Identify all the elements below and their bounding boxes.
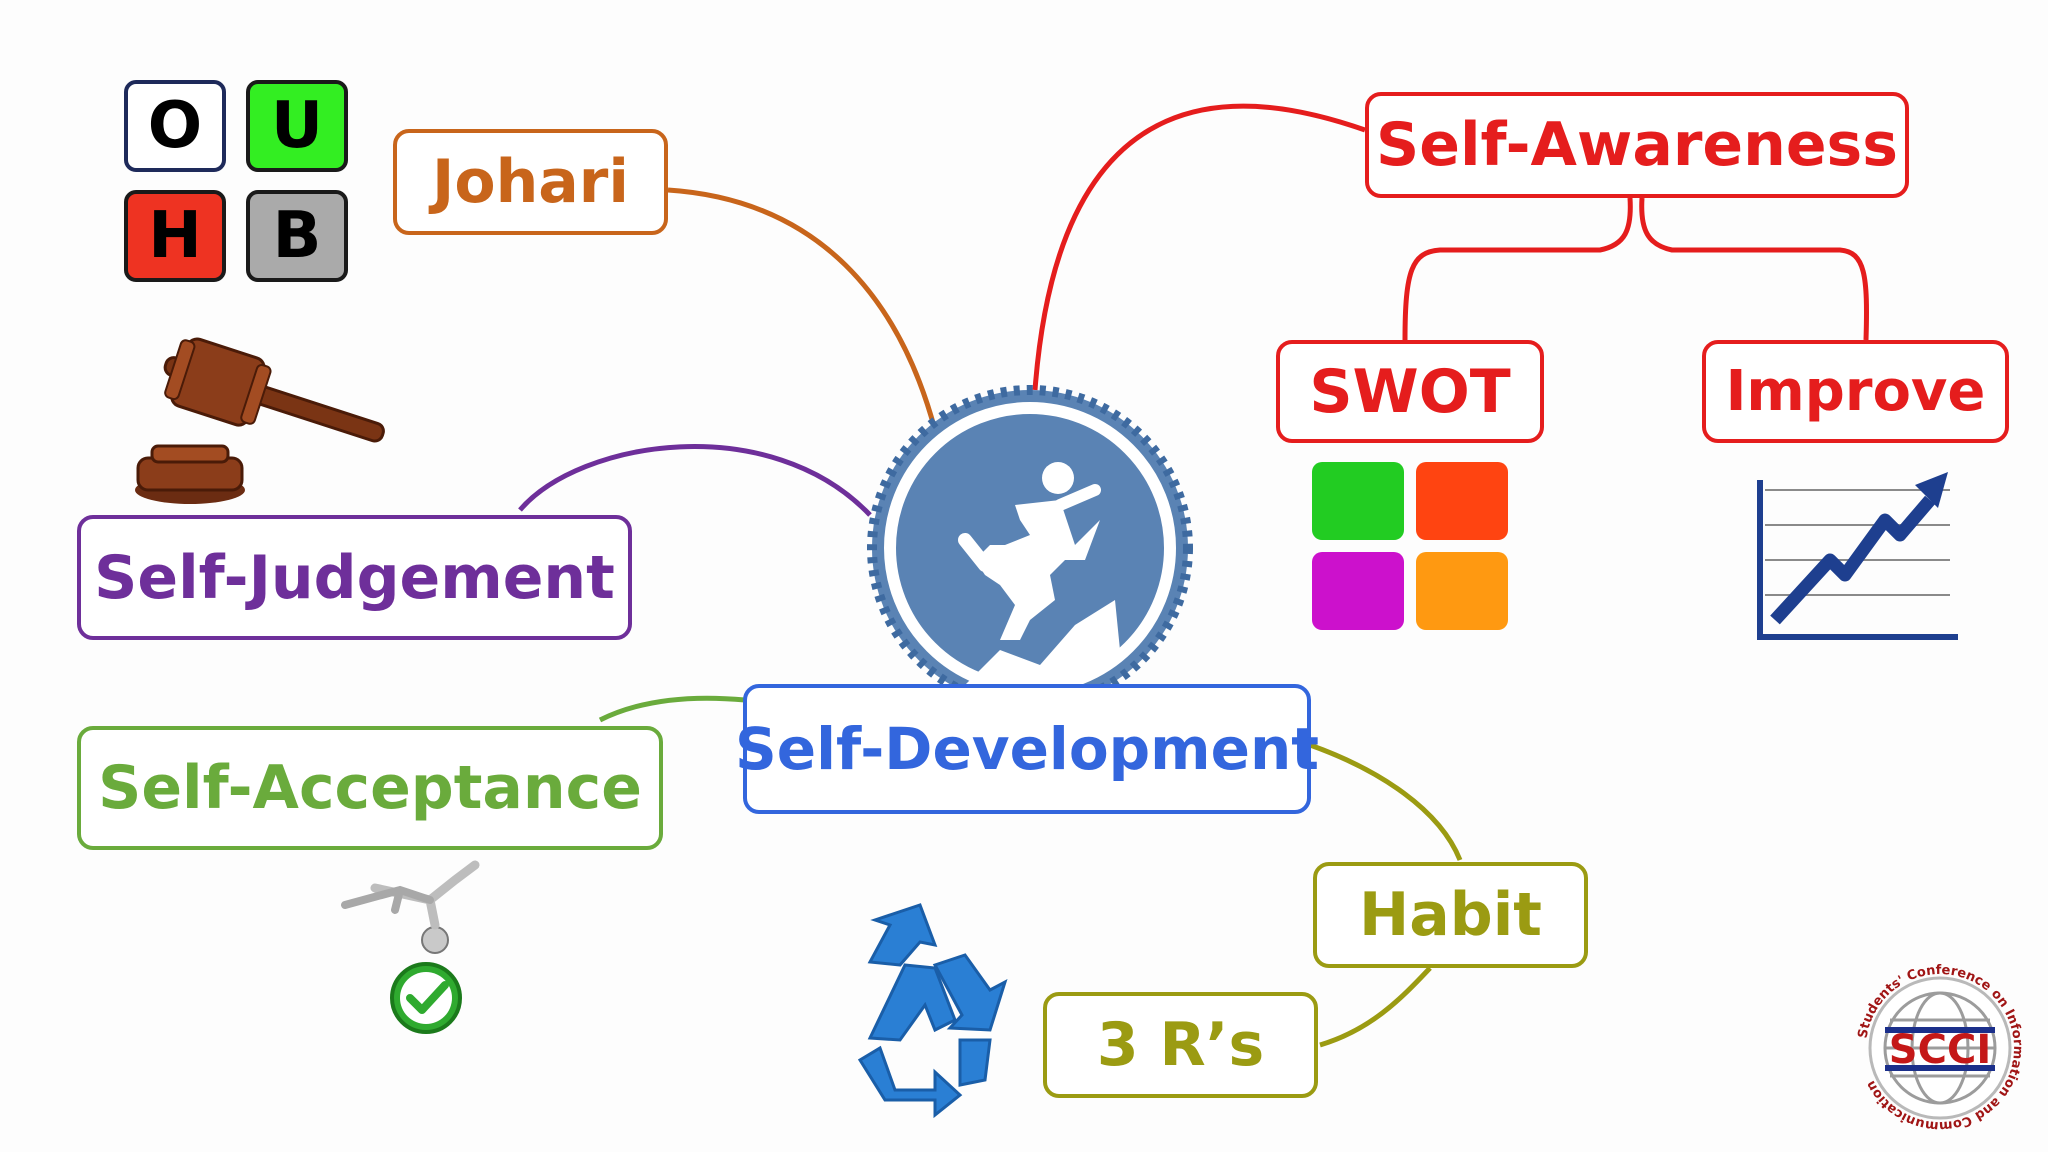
line-habit <box>1309 742 1463 861</box>
line-self-judgement <box>518 444 872 517</box>
node-label: SWOT <box>1309 356 1511 427</box>
node-label: Self-Acceptance <box>98 753 642 823</box>
line-self-awareness <box>1032 103 1366 391</box>
line-self-acceptance <box>598 695 746 723</box>
node-johari: Johari <box>393 129 668 235</box>
line-awareness-swot <box>1402 197 1633 341</box>
johari-tile: U <box>246 80 348 172</box>
node-habit: Habit <box>1313 862 1588 968</box>
node-swot: SWOT <box>1276 340 1544 443</box>
node-self-judgement: Self-Judgement <box>77 515 632 640</box>
johari-tile: O <box>124 80 226 172</box>
logo-text: SCCI <box>1889 1027 1991 1073</box>
line-johari <box>667 187 938 431</box>
node-label: Self-Judgement <box>94 542 615 613</box>
node-self-acceptance: Self-Acceptance <box>77 726 663 850</box>
node-self-awareness: Self-Awareness <box>1365 92 1909 198</box>
node-improve: Improve <box>1702 340 2009 443</box>
johari-letter: U <box>271 89 323 163</box>
johari-tile: H <box>124 190 226 282</box>
node-label: Habit <box>1359 880 1542 950</box>
swot-square <box>1312 552 1404 630</box>
swot-square <box>1416 462 1508 540</box>
johari-letter: H <box>148 199 202 273</box>
central-label: Self-Development <box>735 715 1319 783</box>
node-label: Johari <box>432 147 629 217</box>
node-label: Self-Awareness <box>1376 110 1898 180</box>
line-three-rs <box>1319 966 1432 1048</box>
central-node-self-development: Self-Development <box>735 684 1319 814</box>
node-three-rs: 3 R’s <box>1043 992 1318 1098</box>
node-label: Improve <box>1725 359 1986 424</box>
line-awareness-improve <box>1639 197 1869 341</box>
node-label: 3 R’s <box>1096 1010 1265 1080</box>
swot-square <box>1312 462 1404 540</box>
johari-tile: B <box>246 190 348 282</box>
johari-letter: B <box>272 199 322 273</box>
swot-square <box>1416 552 1508 630</box>
johari-letter: O <box>147 89 203 163</box>
